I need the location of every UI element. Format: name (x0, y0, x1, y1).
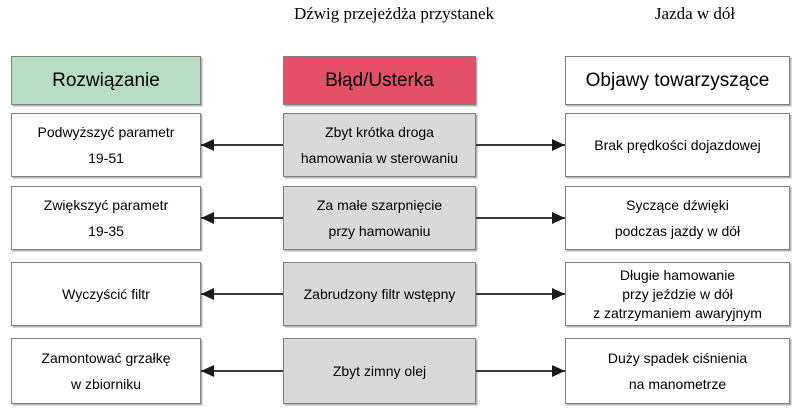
connector-fault-to-solution-2 (201, 217, 283, 219)
connector-fault-to-symptom-1 (476, 144, 565, 146)
fault-cell-4: Zbyt zimny olej (283, 338, 476, 404)
caption-fault-column: Dźwig przejeżdża przystanek (293, 4, 495, 23)
solution-cell-3: Wyczyścić filtr (11, 262, 201, 326)
connector-fault-to-symptom-3 (476, 293, 565, 295)
caption-symptom-column: Jazda w dół (654, 4, 736, 23)
arrowhead-right-1 (552, 139, 565, 151)
arrowhead-right-2 (552, 212, 565, 224)
arrowhead-left-1 (201, 139, 214, 151)
header-solution: Rozwiązanie (11, 56, 201, 105)
arrowhead-right-4 (552, 365, 565, 377)
connector-fault-to-symptom-4 (476, 370, 565, 372)
header-fault-label: Błąd/Usterka (325, 70, 434, 91)
arrowhead-left-2 (201, 212, 214, 224)
symptom-cell-1: Brak prędkości dojazdowej (565, 113, 790, 177)
header-symptom: Objawy towarzyszące (565, 56, 790, 105)
symptom-cell-1-label: Brak prędkości dojazdowej (594, 137, 761, 153)
arrowhead-left-3 (201, 288, 214, 300)
connector-fault-to-solution-3 (201, 293, 283, 295)
fault-cell-3-label: Zabrudzony filtr wstępny (303, 286, 456, 302)
fault-cell-4-label: Zbyt zimny olej (332, 363, 427, 379)
connector-fault-to-solution-4 (201, 370, 283, 372)
arrowhead-right-3 (552, 288, 565, 300)
header-fault: Błąd/Usterka (283, 56, 476, 105)
solution-cell-3-label: Wyczyścić filtr (62, 286, 150, 302)
header-solution-label: Rozwiązanie (52, 70, 160, 91)
connector-fault-to-symptom-2 (476, 217, 565, 219)
fault-cell-3: Zabrudzony filtr wstępny (283, 262, 476, 326)
connector-fault-to-solution-1 (201, 144, 283, 146)
arrowhead-left-4 (201, 365, 214, 377)
header-symptom-label: Objawy towarzyszące (585, 70, 770, 91)
